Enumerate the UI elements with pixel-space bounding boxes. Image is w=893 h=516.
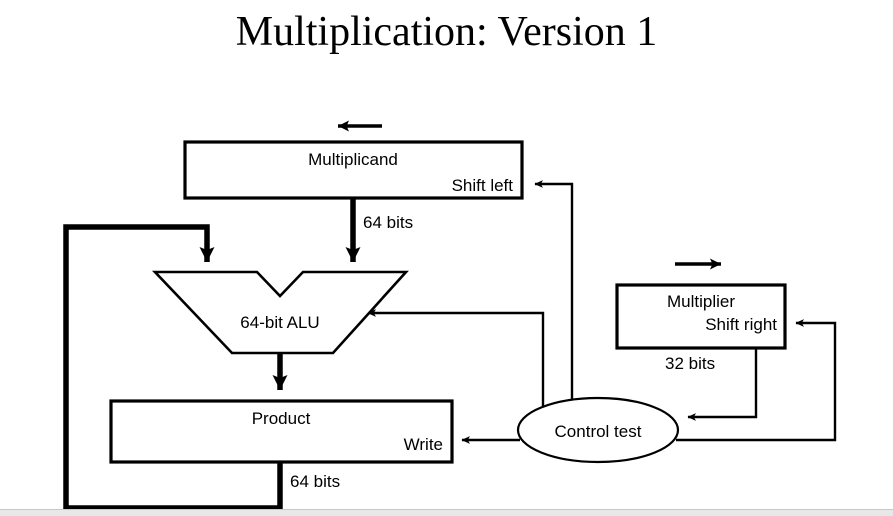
block-multiplier-label: Multiplier (667, 292, 735, 311)
block-product[interactable] (109, 399, 454, 464)
connection-product-to-alu (63, 224, 283, 511)
block-multiplier[interactable] (615, 283, 787, 350)
block-multiplicand-control-label: Shift left (452, 176, 514, 195)
block-control-test[interactable] (516, 396, 680, 464)
slide-bottom-bar (0, 509, 893, 516)
block-multiplier-control-label: Shift right (705, 315, 777, 334)
block-product-label: Product (252, 409, 311, 428)
label-multiplier-bits: 32 bits (665, 354, 715, 373)
label-product-bits: 64 bits (290, 472, 340, 491)
block-multiplicand[interactable] (183, 140, 524, 200)
block-product-control-label: Write (404, 435, 443, 454)
block-alu-label: 64-bit ALU (240, 313, 319, 332)
page-title: Multiplication: Version 1 (235, 9, 658, 55)
block-multiplicand-label: Multiplicand (308, 150, 398, 169)
connection-multiplier-to-control (687, 348, 758, 421)
label-multiplicand-bits: 64 bits (363, 213, 413, 232)
block-control-test-label: Control test (555, 422, 642, 441)
connection-control-to-multiplicand (534, 180, 574, 406)
connection-control-to-multiplier (676, 319, 837, 442)
block-alu[interactable] (151, 270, 409, 355)
connection-control-to-alu (367, 309, 545, 408)
